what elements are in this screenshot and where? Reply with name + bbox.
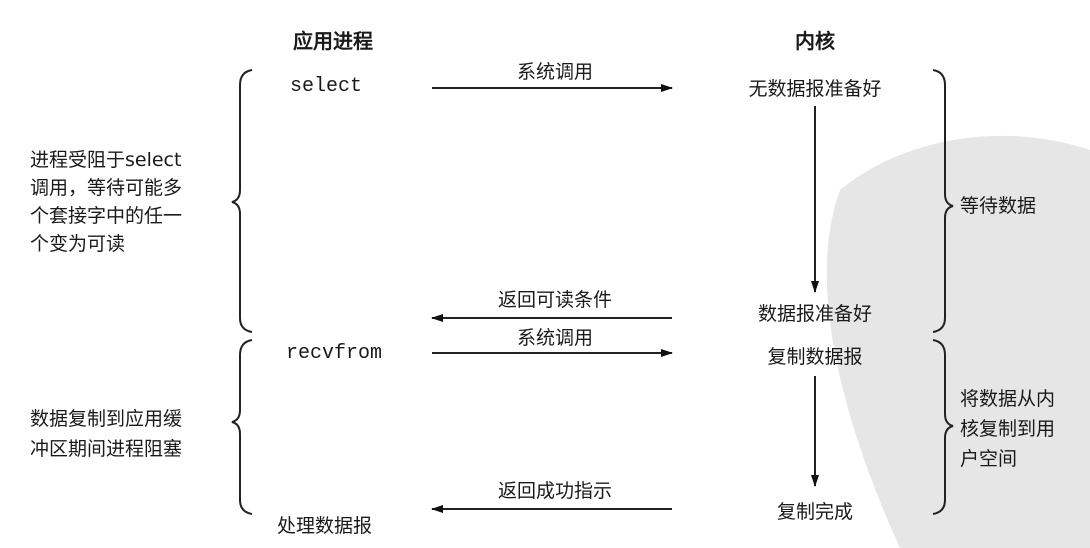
process-datagram: 处理数据报 <box>277 515 372 537</box>
left-brace-select <box>231 69 253 333</box>
label-syscall-2: 系统调用 <box>517 327 593 349</box>
select-call: select <box>290 75 362 98</box>
label-syscall-1: 系统调用 <box>517 61 593 83</box>
note-kernel-copy-line-1: 将数据从内 <box>960 388 1055 410</box>
kernel-no-data: 无数据报准备好 <box>748 78 881 100</box>
note-wait-data: 等待数据 <box>960 195 1036 217</box>
note-select-line-2: 调用，等待可能多 <box>30 177 182 199</box>
label-return-readable: 返回可读条件 <box>498 289 612 311</box>
right-brace-copy <box>932 339 954 515</box>
note-select-line-3: 个套接字中的任一 <box>30 205 182 227</box>
kernel-data-ready: 数据报准备好 <box>758 303 872 325</box>
right-brace-wait <box>932 69 954 333</box>
header-app-process: 应用进程 <box>293 29 373 53</box>
kernel-copy-done: 复制完成 <box>777 501 853 523</box>
label-return-ok: 返回成功指示 <box>498 480 612 502</box>
note-copy-line-1: 数据复制到应用缓 <box>30 408 182 430</box>
header-kernel: 内核 <box>795 29 835 53</box>
watermark <box>826 135 1090 548</box>
note-select-line-4: 个变为可读 <box>30 233 125 255</box>
kernel-copy-datagram: 复制数据报 <box>767 346 862 368</box>
recvfrom-call: recvfrom <box>286 342 382 365</box>
note-copy-line-2: 冲区期间进程阻塞 <box>30 438 182 460</box>
note-kernel-copy-line-2: 核复制到用 <box>960 418 1055 440</box>
note-select-line-1: 进程受阻于select <box>30 149 181 171</box>
left-brace-copy <box>231 339 253 515</box>
note-kernel-copy-line-3: 户空间 <box>960 448 1017 470</box>
